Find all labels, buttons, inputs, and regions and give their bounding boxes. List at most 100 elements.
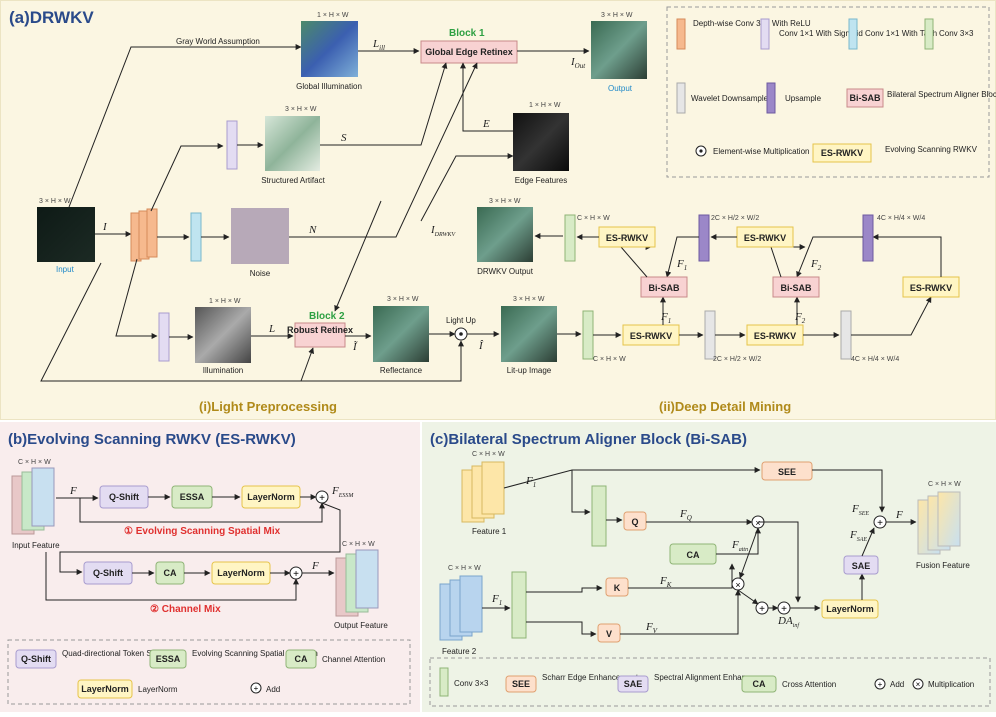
edge-features-image [513, 113, 569, 171]
input-feature-stack [11, 467, 55, 535]
skip-2 [45, 552, 299, 601]
input-to-lightup-arrow [40, 262, 464, 382]
add-plus-c1: + [759, 604, 765, 615]
see-label: SEE [778, 467, 796, 477]
feature1-label: Feature 1 [472, 527, 507, 536]
qshift-1-label: Q-Shift [109, 492, 139, 502]
es-rwkv-bottom [902, 276, 960, 298]
legend-c-add-plus: + [878, 680, 883, 689]
bi-sab-1-label: Bi-SAB [649, 283, 680, 293]
layernorm-c-label: LayerNorm [826, 604, 874, 614]
legend-c-ca: CA [753, 679, 766, 689]
robust-retinex-label: Robust Retinex [287, 325, 353, 335]
legend-bisab-box-label: Bi-SAB [850, 93, 881, 103]
f1-prime-symbol: F1 [676, 258, 687, 272]
litup-dims: 3 × H × W [513, 296, 545, 303]
fusion-feature-label: Fusion Feature [916, 561, 970, 570]
legend-c-mult-icon [912, 678, 924, 690]
mix2-label: ② Channel Mix [150, 604, 221, 615]
mult-x-2: × [735, 580, 740, 590]
e-symbol: E [482, 118, 490, 130]
add-plus-c2: + [781, 604, 787, 615]
legend-c-see-icon [505, 675, 537, 693]
legend-b-essa: ESSA [156, 654, 181, 664]
bi-sab-diagram: (c)Bilateral Spectrum Aligner Block (Bi-… [429, 431, 991, 707]
legend-bisab-icon [846, 88, 884, 108]
panel-es-rwkv: (b)Evolving Scanning RWKV (ES-RWKV) C × … [0, 422, 420, 712]
c-f1-dims: C × H × W [472, 451, 505, 458]
c-fusion-dims: C × H × W [928, 481, 961, 488]
fk-symbol: FK [659, 575, 672, 589]
sae-out-arrow [861, 527, 875, 557]
legend-c-sae-icon [617, 675, 649, 693]
v-box [597, 623, 621, 643]
robust-retinex-box [294, 322, 346, 348]
f-essm-symbol: FESSM [331, 485, 354, 499]
b-f-symbol: F [69, 485, 77, 497]
output-feature-label: Output Feature [334, 621, 388, 630]
legend-c-mult: Multiplication [928, 680, 974, 689]
dec-c-dims: C × H × W [577, 215, 610, 222]
block2-title: Block 2 [309, 311, 345, 322]
layernorm-1-label: LayerNorm [247, 492, 295, 502]
legend-c-sae: SAE [624, 679, 643, 689]
enc-c-dims: C × H × W [593, 356, 626, 363]
legend-b-qshift-icon [15, 649, 57, 669]
structured-artifact-image [265, 116, 320, 171]
fsee-symbol: FSEE [851, 503, 869, 517]
k-arrow [628, 563, 735, 589]
wavelet-1 [704, 310, 716, 360]
legend-c-sae-desc: Spectral Alignment Enhancer [654, 673, 758, 682]
legend-conv-tanh-icon [848, 18, 858, 50]
gray-world-arrow [68, 44, 302, 208]
legend-b-ln: LayerNorm [81, 684, 129, 694]
legend-c-conv: Conv 3×3 [454, 679, 489, 688]
dec-4c-dims: 4C × H/4 × W/4 [877, 215, 925, 222]
ca-label-c: CA [687, 550, 700, 560]
legend-mult-dot [699, 149, 703, 153]
legend-a-box [666, 6, 990, 178]
s-symbol: S [341, 132, 347, 144]
qshift-2-label: Q-Shift [93, 568, 123, 578]
bi-sab-2-label: Bi-SAB [781, 283, 812, 293]
add-plus-1: + [319, 493, 325, 504]
illum-dims: 1 × H × W [209, 298, 241, 305]
legend-b-add-icon [250, 682, 262, 694]
conv-sigmoid-illum [158, 312, 170, 362]
to-v-arrow [526, 621, 597, 637]
enc-2c-dims: 2C × H/2 × W/2 [713, 356, 761, 363]
n-arrow [289, 62, 478, 238]
global-edge-retinex-box [420, 40, 518, 64]
da-symbol: DAinf [777, 615, 800, 629]
es-rwkv-dec2-label: ES-RWKV [744, 233, 786, 243]
legend-wavelet-icon [676, 82, 686, 114]
legend-c-see: SEE [512, 679, 530, 689]
noise-label: Noise [250, 269, 271, 278]
input-label: Input [56, 265, 75, 274]
panel-a-title: (a)DRWKV [9, 8, 94, 27]
legend-c-box [429, 657, 991, 707]
conv3-enc [582, 310, 594, 360]
conv3-f2 [511, 571, 527, 639]
input-dims: 3 × H × W [39, 198, 71, 205]
legend-conv-sigmoid-icon [760, 18, 770, 50]
legend-b-ln-icon [77, 679, 133, 699]
lit-up-image-label: Lit-up Image [507, 366, 552, 375]
mult-dot [459, 332, 463, 336]
legend-conv-tanh: Conv 1×1 With Tanh [865, 29, 937, 38]
bisab1-up-arrow [619, 244, 652, 278]
c-f-symbol: F [895, 509, 903, 521]
legend-depthwise-icon [676, 18, 686, 50]
conv3-f1 [591, 485, 607, 547]
layernorm-c [821, 599, 879, 619]
legend-upsample-icon [766, 82, 776, 114]
enc-4c-dims: 4C × H/4 × W/4 [851, 356, 899, 363]
feature1-stack [461, 461, 505, 523]
f2-prime-symbol: F2 [810, 258, 822, 272]
legend-b-qshift-desc: Quad-directional Token Shift [62, 649, 163, 658]
see-out-arrow [812, 469, 885, 513]
legend-esrwkv-box-label: ES-RWKV [821, 148, 863, 158]
wavelet-2 [840, 310, 852, 360]
wavelet2-arrow [851, 296, 932, 336]
global-edge-retinex-label: Global Edge Retinex [425, 47, 513, 57]
